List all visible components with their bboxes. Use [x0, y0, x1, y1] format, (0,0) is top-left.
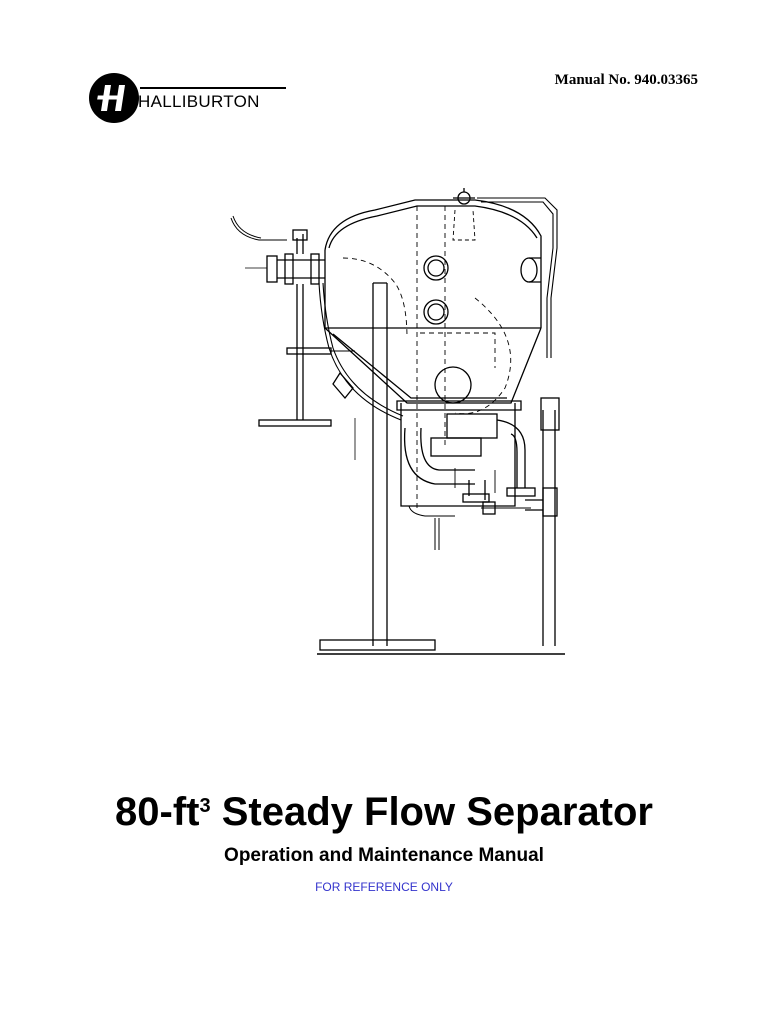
manual-number: Manual No. 940.03365: [554, 72, 698, 88]
title-suffix: Steady Flow Separator: [210, 790, 653, 834]
reference-notice: FOR REFERENCE ONLY: [315, 880, 453, 894]
separator-drawing: [230, 188, 565, 655]
halliburton-logo-icon: [89, 73, 139, 123]
brand-name: HALLIBURTON: [138, 92, 260, 111]
title-prefix: 80-ft: [115, 790, 200, 834]
title-superscript: 3: [199, 795, 211, 817]
document-title: 80-ft3 Steady Flow Separator: [0, 786, 768, 838]
halliburton-logo: HALLIBURTON: [88, 72, 288, 126]
document-subtitle: Operation and Maintenance Manual: [224, 845, 544, 866]
logo-rule: [140, 87, 286, 89]
